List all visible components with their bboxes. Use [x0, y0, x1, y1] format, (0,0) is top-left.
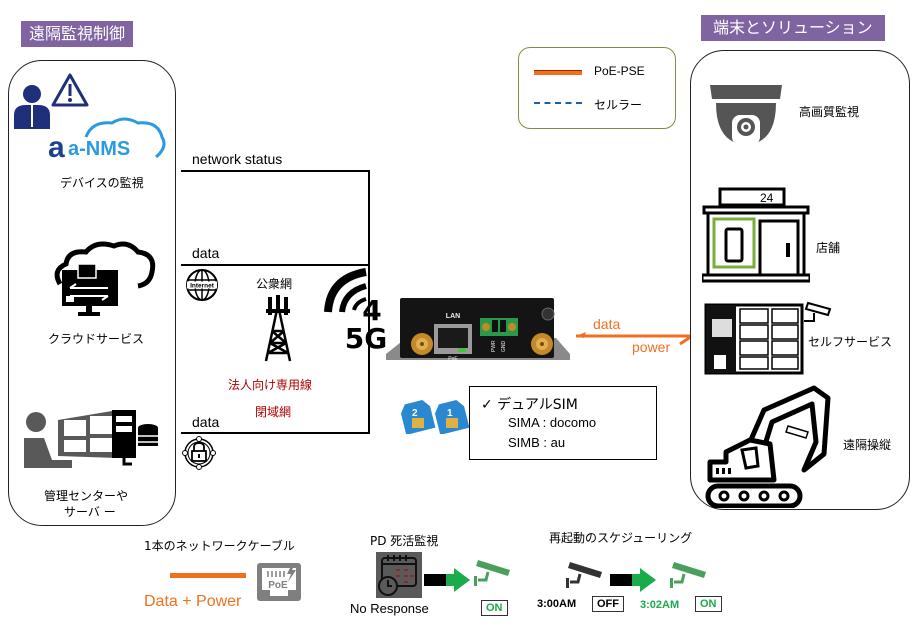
router-device-image: LAN PoE PWR GND: [386, 298, 570, 366]
schedule-calendar-icon: [376, 552, 422, 598]
watchdog-on-badge: ON: [481, 600, 508, 616]
self-service-kiosk-icon: [704, 297, 834, 377]
poe-cable-line: [170, 573, 246, 578]
sim-card-2-number: 2: [412, 408, 418, 419]
remote-operation-label: 遠隔操縦: [843, 438, 892, 452]
sim-card-1-number: 1: [447, 408, 453, 419]
network-status-line: [181, 170, 369, 172]
poe-port-icon: PoE: [256, 562, 302, 602]
dome-camera-icon: [710, 85, 782, 147]
poe-cable-caption: Data + Power: [144, 593, 242, 610]
watchdog-arrow: [424, 568, 470, 592]
left-section-title: 遠隔監視制御: [21, 21, 134, 47]
reboot-on-badge: ON: [695, 596, 722, 612]
camera-on-icon-1: [472, 558, 512, 590]
cellular-4-text: 4: [362, 294, 381, 327]
device-lan-label: LAN: [446, 313, 460, 320]
public-network-label: 公衆網: [256, 277, 293, 291]
camera-off-icon: [564, 560, 604, 592]
device-monitoring-label: デバイスの監視: [60, 176, 144, 190]
data-line-top: [181, 264, 369, 266]
closed-network-lock-icon: [181, 436, 217, 470]
legend-box: [518, 47, 676, 129]
store-label: 店舗: [816, 241, 841, 255]
svg-text:a: a: [48, 131, 65, 161]
cloud-service-label: クラウドサービス: [48, 332, 145, 346]
legend-poe-label: PoE-PSE: [594, 64, 645, 78]
sim-a-label: SIMA : docomo: [508, 415, 597, 430]
self-service-label: セルフサービス: [808, 335, 893, 349]
pd-watchdog-title: PD 死活監視: [370, 534, 439, 548]
sim-cards-icon: 2 1: [400, 400, 470, 434]
internet-icon-text: Internet: [190, 283, 215, 290]
data-line-bottom: [181, 432, 369, 434]
internet-globe-icon: Internet: [184, 268, 220, 302]
connection-vertical-line: [368, 170, 370, 434]
legend-poe-swatch: [534, 70, 582, 75]
reboot-arrow: [610, 568, 656, 592]
poe-link-arrow: [572, 328, 696, 352]
data-label-top: data: [192, 245, 220, 261]
cellular-4g-5g-icon: 4 5G: [320, 268, 392, 352]
user-icon: [12, 83, 52, 129]
reboot-off-badge: OFF: [592, 596, 624, 612]
device-poe-label: PoE: [448, 356, 458, 362]
legend-cellular-label: セルラー: [594, 98, 643, 112]
cellular-5g-text: 5G: [345, 322, 387, 352]
poe-cable-title: 1本のネットワークケーブル: [144, 539, 295, 553]
device-gnd-label: GND: [501, 341, 507, 353]
management-center-label-2: サーバ ー: [64, 505, 116, 519]
camera-on-icon-2: [668, 560, 708, 592]
reboot-on-time: 3:02AM: [640, 599, 680, 611]
link-data-label: data: [593, 316, 621, 332]
alert-icon: [50, 72, 90, 108]
closed-network-label: 閉域網: [255, 405, 292, 419]
hd-surveillance-label: 高画質監視: [799, 105, 860, 119]
corporate-line-label: 法人向け専用線: [228, 378, 313, 392]
a-nms-logo-text: a-NMS: [68, 138, 130, 160]
right-section-title: 端末とソリューション: [701, 15, 885, 41]
dual-sim-title: ✓ デュアルSIM: [481, 397, 578, 413]
store-icon: 24: [702, 187, 810, 283]
cell-tower-icon: [262, 295, 294, 363]
excavator-icon: [704, 384, 834, 508]
a-nms-logo: a a-NMS: [46, 117, 172, 161]
link-power-label: power: [632, 339, 671, 355]
data-label-bottom: data: [192, 414, 220, 430]
management-center-label-1: 管理センターや: [44, 489, 129, 503]
legend-cellular-swatch: [534, 102, 582, 104]
device-pwr-label: PWR: [491, 340, 497, 352]
store-sign-text: 24: [760, 191, 774, 205]
no-response-label: No Response: [350, 601, 429, 616]
network-status-label: network status: [192, 151, 283, 167]
poe-port-icon-text: PoE: [268, 580, 288, 591]
dual-sim-box: [469, 386, 657, 460]
reboot-schedule-title: 再起動のスケジューリング: [549, 531, 693, 545]
cloud-service-icon: [52, 240, 156, 320]
sim-b-label: SIMB : au: [508, 435, 566, 450]
management-center-icon: [22, 406, 162, 472]
reboot-off-time: 3:00AM: [537, 598, 577, 610]
